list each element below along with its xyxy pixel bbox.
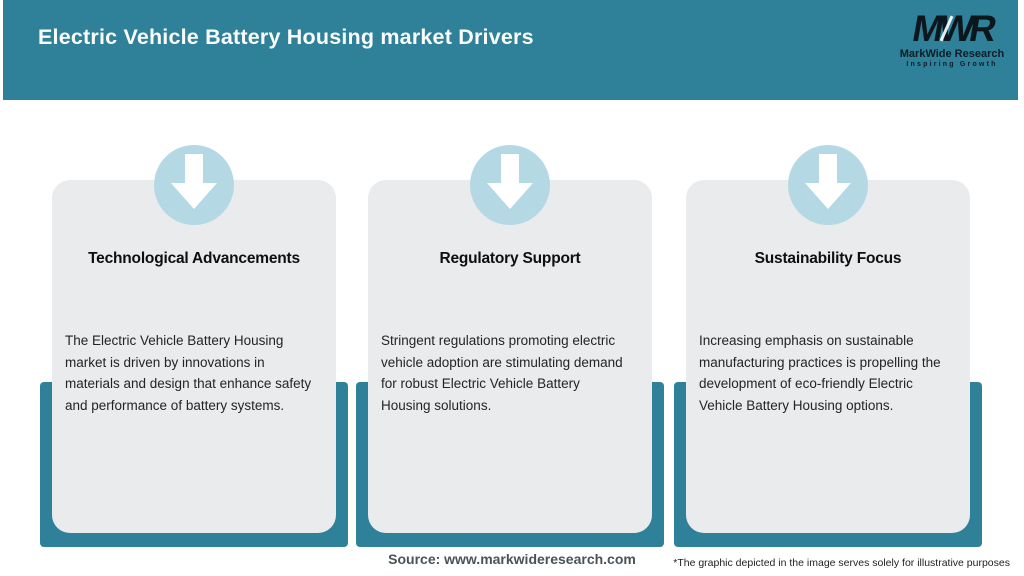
disclaimer-text: *The graphic depicted in the image serve… (673, 557, 1010, 569)
logo-company-name: MarkWide Research (899, 48, 1005, 60)
card-description: Stringent regulations promoting electric… (381, 333, 623, 413)
page-title: Electric Vehicle Battery Housing market … (38, 25, 534, 49)
driver-card: Regulatory Support Stringent regulations… (368, 180, 652, 533)
card-description: Increasing emphasis on sustainable manuf… (699, 333, 941, 413)
driver-column-3: Sustainability Focus Increasing emphasis… (674, 140, 982, 552)
down-arrow-icon (154, 145, 234, 225)
logo-tagline: Inspiring Growth (906, 61, 998, 68)
card-title: Sustainability Focus (754, 250, 902, 267)
mwr-logo-icon: MWR (896, 8, 1008, 49)
down-arrow-icon (788, 145, 868, 225)
header-bar: Electric Vehicle Battery Housing market … (3, 0, 1018, 100)
driver-column-1: Technological Advancements The Electric … (40, 140, 348, 552)
source-text: Source: www.markwideresearch.com (388, 551, 636, 567)
down-arrow-icon (470, 145, 550, 225)
markwide-research-logo: MWR MarkWide Research Inspiring Growth (896, 8, 1008, 68)
card-description: The Electric Vehicle Battery Housing mar… (65, 333, 312, 413)
card-title: Regulatory Support (439, 250, 581, 267)
driver-card: Sustainability Focus Increasing emphasis… (686, 180, 970, 533)
driver-column-2: Regulatory Support Stringent regulations… (356, 140, 664, 552)
card-title: Technological Advancements (88, 250, 300, 267)
driver-card: Technological Advancements The Electric … (52, 180, 336, 533)
